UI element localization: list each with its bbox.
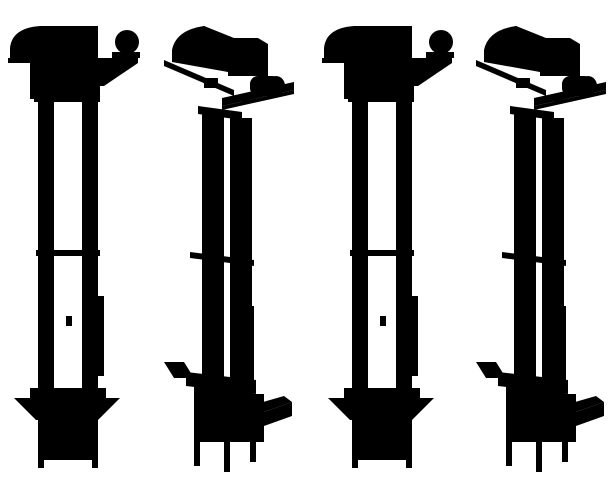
isometric-view-colored [164,26,294,472]
front-view-colored [8,20,140,468]
front-view-silhouette [322,20,454,468]
isometric-view-silhouette [476,26,606,472]
